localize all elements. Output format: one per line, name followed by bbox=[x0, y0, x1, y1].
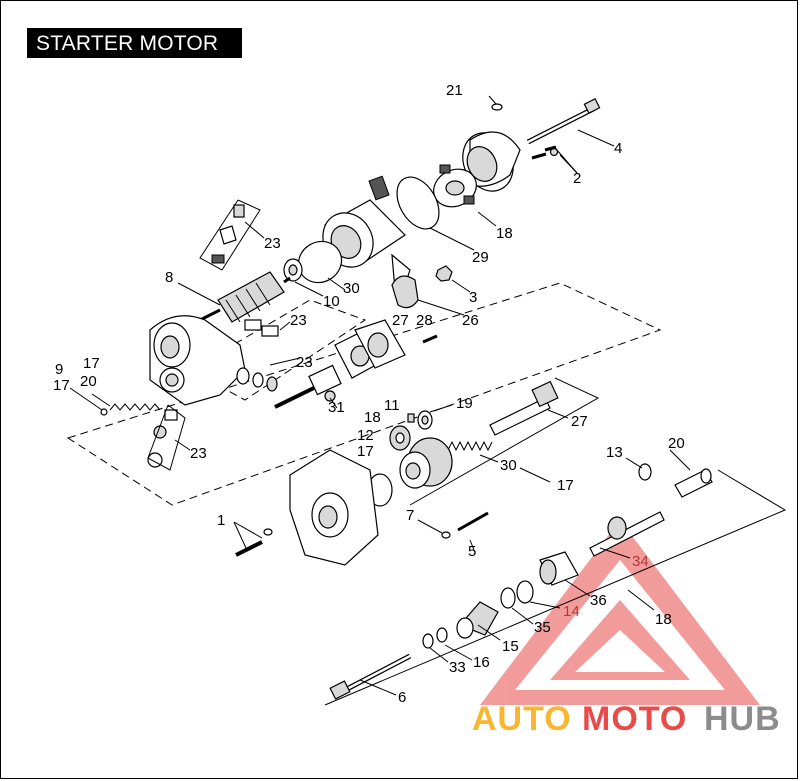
part-18-brush-plate bbox=[433, 164, 477, 208]
callout-27: 27 bbox=[571, 413, 588, 430]
callout-10: 10 bbox=[323, 293, 340, 310]
part-36-collar bbox=[539, 551, 579, 586]
part-13-washer bbox=[638, 463, 652, 481]
part-end-cap bbox=[462, 131, 521, 192]
part-19-idler-gear bbox=[389, 425, 411, 451]
part-2-screws bbox=[531, 145, 559, 160]
callout-19: 18 bbox=[364, 409, 381, 426]
callout-13: 13 bbox=[606, 444, 623, 461]
watermark-wordmark: AUTO MOTO HUB bbox=[472, 700, 781, 738]
part-14-ring bbox=[516, 580, 534, 604]
callout-35: 35 bbox=[534, 619, 551, 636]
callout-22: 20 bbox=[80, 373, 97, 390]
part-11-pin bbox=[407, 413, 415, 423]
part-20-pinion-small bbox=[417, 410, 433, 430]
part-washers-row bbox=[236, 367, 278, 392]
part-16-washers bbox=[422, 627, 448, 649]
callout-6: 6 bbox=[398, 689, 406, 706]
callout-30: 30 bbox=[500, 457, 517, 474]
callout-23-lower-mid: 23 bbox=[296, 354, 313, 371]
leader-lines bbox=[69, 95, 691, 696]
part-27-shaft bbox=[489, 380, 559, 436]
callout-17-bottom: 18 bbox=[655, 611, 672, 628]
callout-14: 14 bbox=[563, 603, 580, 620]
watermark-part-moto: MOTO bbox=[582, 700, 687, 738]
part-10-bearing bbox=[283, 258, 303, 282]
callout-9: 9 bbox=[55, 361, 63, 378]
part-31-oring-upper bbox=[396, 176, 440, 230]
callout-23-lower: 23 bbox=[190, 445, 207, 462]
part-23-brushes-upper bbox=[199, 199, 261, 271]
part-solenoid-cover bbox=[354, 319, 406, 369]
callout-21: 20 bbox=[668, 435, 685, 452]
callout-28: 27 bbox=[392, 312, 409, 329]
part-clutch-gear bbox=[399, 437, 453, 489]
part-32-plunger bbox=[274, 364, 342, 409]
part-15-pinion bbox=[456, 601, 499, 639]
page-title: STARTER MOTOR bbox=[36, 32, 219, 55]
dashed-boundary-armature-group bbox=[188, 299, 367, 401]
part-30-spring bbox=[447, 440, 493, 452]
callout-31-upper: 29 bbox=[472, 249, 489, 266]
callout-7: 7 bbox=[406, 507, 414, 524]
part-6-long-bolt bbox=[329, 653, 412, 700]
dashed-boundary-housing-group bbox=[66, 282, 662, 506]
callout-23-upper: 23 bbox=[264, 235, 281, 252]
part-23-brush-holders-mid bbox=[244, 319, 279, 337]
callout-15: 15 bbox=[502, 638, 519, 655]
callout-26: 26 bbox=[462, 312, 479, 329]
watermark-part-auto: AUTO bbox=[472, 700, 572, 738]
callout-labels: 21 4 2 18 29 23 8 30 10 3 26 23 27 28 23… bbox=[53, 82, 685, 706]
callout-3: 3 bbox=[469, 289, 477, 306]
callout-16: 16 bbox=[473, 654, 490, 671]
callout-18: 18 bbox=[496, 225, 513, 242]
callout-17-left-a: 17 bbox=[83, 355, 100, 372]
callout-5: 5 bbox=[468, 543, 476, 560]
callout-23-mid: 23 bbox=[290, 312, 307, 329]
callout-12: 12 bbox=[357, 427, 374, 444]
part-26-terminal bbox=[391, 275, 419, 309]
callout-36: 36 bbox=[590, 592, 607, 609]
callout-29: 28 bbox=[416, 312, 433, 329]
callout-4: 4 bbox=[614, 140, 622, 157]
callout-33: 33 bbox=[449, 659, 466, 676]
part-34-output-shaft bbox=[589, 511, 665, 557]
part-5-screw bbox=[441, 511, 489, 539]
part-drive-end-housing bbox=[289, 449, 379, 566]
callout-11: 11 bbox=[384, 397, 400, 414]
callout-2: 2 bbox=[573, 170, 581, 187]
callout-1: 1 bbox=[217, 512, 225, 529]
part-1-bolt bbox=[235, 528, 273, 557]
part-21-sleeve bbox=[674, 468, 713, 498]
part-8-armature bbox=[199, 271, 291, 323]
title-box: STARTER MOTOR bbox=[27, 28, 242, 58]
callout-25: 21 bbox=[446, 82, 463, 99]
bracket-drive-group bbox=[409, 377, 600, 506]
callout-17-left-b: 17 bbox=[53, 377, 70, 394]
callout-32: 31 bbox=[328, 399, 345, 416]
callout-8: 8 bbox=[165, 269, 173, 286]
part-35-clip bbox=[500, 587, 516, 609]
callout-31-lower: 30 bbox=[343, 280, 360, 297]
part-4-through-bolt bbox=[526, 98, 601, 145]
part-22-spring bbox=[100, 403, 161, 416]
callout-34: 34 bbox=[632, 553, 649, 570]
callout-17-right: 17 bbox=[557, 477, 574, 494]
part-drive-housing-left bbox=[149, 315, 246, 406]
part-3-nut bbox=[435, 265, 453, 282]
part-23-contacts-lower bbox=[147, 404, 186, 471]
watermark-part-hub: HUB bbox=[704, 700, 781, 738]
callout-20: 19 bbox=[456, 395, 473, 412]
part-29-screw bbox=[422, 334, 438, 344]
callout-17-mid: 17 bbox=[357, 443, 374, 460]
part-25-oring bbox=[491, 103, 503, 111]
watermark-triangle bbox=[480, 520, 760, 705]
bracket-pinion-group bbox=[324, 469, 787, 706]
